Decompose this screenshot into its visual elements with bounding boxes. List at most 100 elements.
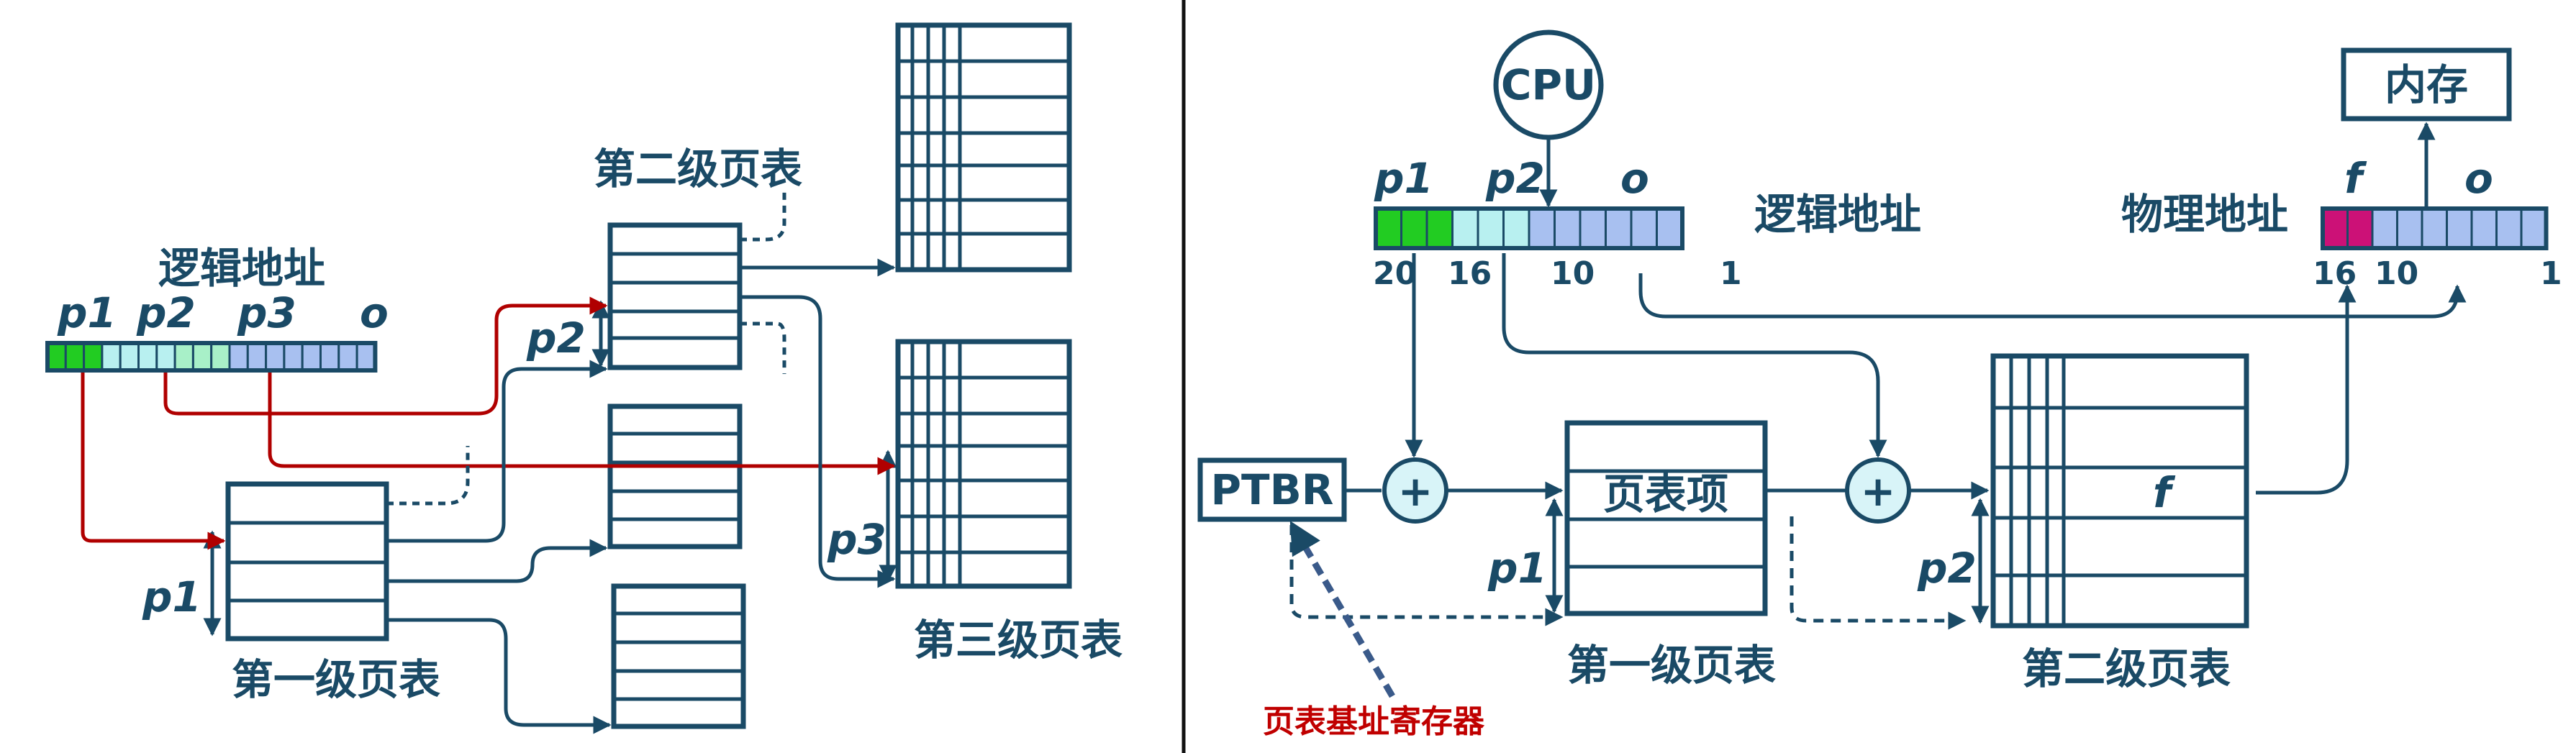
offset-to-phys-arrow <box>1638 273 2467 319</box>
right-level2-label: 第二级页表 <box>2022 644 2231 693</box>
left-address-cell <box>337 342 358 372</box>
pte-label: 页表项 <box>1603 470 1728 519</box>
left-field-p1: p1 <box>57 288 117 337</box>
left-address-cell <box>265 342 286 372</box>
bit-10: 10 <box>1551 255 1595 292</box>
phys-field-o: o <box>2464 154 2493 203</box>
right-address-cell <box>1502 207 1530 250</box>
left-address-cell <box>173 342 194 372</box>
connector-l1-row1 <box>386 446 470 506</box>
right-address-cell <box>1374 207 1402 250</box>
left-address-cell <box>301 342 322 372</box>
level3-table-label: 第三级页表 <box>914 616 1123 665</box>
right-address-outline <box>1374 206 1684 250</box>
left-address-cell <box>155 342 176 372</box>
ptbr-caption-arrow <box>1289 521 1395 698</box>
level1-table-label: 第一级页表 <box>232 655 440 704</box>
right-field-p1: p1 <box>1374 154 1433 203</box>
left-field-p3: p3 <box>237 288 296 337</box>
phys-address-cell <box>2396 207 2423 250</box>
right-physical-address-bar <box>2321 206 2549 250</box>
adder-2-label: + <box>1861 467 1896 516</box>
adder-1-label: + <box>1398 467 1433 516</box>
level3-table-a <box>895 22 1072 273</box>
right-address-cell <box>1630 207 1658 250</box>
left-address-cell <box>64 342 86 372</box>
ptbr-label: PTBR <box>1211 465 1334 514</box>
bit-1: 1 <box>1720 255 1742 292</box>
phys-address-cell <box>2495 207 2523 250</box>
right-p2-label: p2 <box>1917 544 1977 593</box>
ptbr-caption: 页表基址寄存器 <box>1263 703 1485 740</box>
bit-16: 16 <box>1448 255 1492 292</box>
frame-to-phys-arrow <box>2256 284 2357 495</box>
left-address-bar <box>45 341 378 373</box>
memory-label: 内存 <box>2385 60 2468 109</box>
connector-l2-top <box>740 191 786 242</box>
right-address-cell <box>1400 207 1428 250</box>
right-physical-label: 物理地址 <box>2121 190 2288 239</box>
level2-table-b <box>607 403 743 549</box>
left-address-cell <box>210 342 231 372</box>
left-address-cell <box>46 342 67 372</box>
right-address-cell <box>1656 207 1684 250</box>
phys-bit-10: 10 <box>2375 255 2418 292</box>
left-address-cell <box>101 342 122 372</box>
p2-to-adder-2 <box>1502 253 1887 458</box>
right-p1-label: p1 <box>1487 544 1547 593</box>
level2-table-c <box>611 583 746 729</box>
level2-table-label: 第二级页表 <box>594 145 802 193</box>
left-p2-label: p2 <box>526 314 586 362</box>
right-field-p2: p2 <box>1485 154 1545 203</box>
right-address-cell <box>1605 207 1633 250</box>
level2-table <box>607 222 743 370</box>
right-level1-label: 第一级页表 <box>1567 641 1776 690</box>
left-panel: 逻辑地址 p1 p2 p3 o 第一级页表 p1 第二级页表 p2 <box>45 22 1123 734</box>
phys-address-outline <box>2321 206 2549 250</box>
red-arrow-p2 <box>163 296 608 416</box>
phys-field-f: f <box>2344 154 2367 203</box>
left-logical-address-label: 逻辑地址 <box>158 244 325 293</box>
left-address-cell <box>119 342 140 372</box>
connector-l1-to-l2b <box>386 539 608 583</box>
right-logical-label: 逻辑地址 <box>1754 190 1921 239</box>
right-address-cell <box>1579 207 1607 250</box>
memory-box <box>2341 47 2512 122</box>
phys-bit-16: 16 <box>2313 255 2357 292</box>
right-panel: CPU 内存 p1 p2 o 逻辑地址 20 16 10 1 物理地址 f o … <box>1197 29 2562 740</box>
right-logical-address-bar <box>1374 206 1684 250</box>
cpu-label: CPU <box>1501 60 1596 109</box>
level3-table-b <box>895 339 1072 589</box>
left-field-o: o <box>360 288 389 337</box>
phys-address-cell <box>2321 207 2349 250</box>
cpu-node <box>1493 29 1604 140</box>
left-address-cell <box>283 342 304 372</box>
red-arrow-p1 <box>81 373 226 550</box>
connector-l1-to-l2 <box>386 360 608 543</box>
left-field-p2: p2 <box>136 288 196 337</box>
left-address-outline <box>45 341 378 373</box>
phys-address-cell <box>2421 207 2448 250</box>
left-p3-label: p3 <box>827 515 886 564</box>
red-arrow-p3 <box>268 373 896 475</box>
phys-address-cell <box>2346 207 2374 250</box>
pte-dashed-to-table2 <box>1790 516 1967 630</box>
right-address-cell <box>1554 207 1582 250</box>
bit-20: 20 <box>1373 255 1417 292</box>
connector-l2-bottom <box>740 321 786 374</box>
right-field-o: o <box>1620 154 1649 203</box>
right-level2-table <box>1990 353 2249 629</box>
left-address-cell <box>319 342 340 372</box>
level1-table <box>225 481 389 642</box>
left-address-cell <box>228 342 249 372</box>
connector-l2-to-l3b <box>740 295 896 588</box>
right-address-cell <box>1477 207 1505 250</box>
left-address-cell <box>191 342 213 372</box>
left-address-cell <box>355 342 376 372</box>
right-address-cell <box>1451 207 1479 250</box>
right-address-cell <box>1425 207 1453 250</box>
phys-address-cell <box>2520 207 2547 250</box>
connector-l1-to-l2c <box>386 618 612 734</box>
